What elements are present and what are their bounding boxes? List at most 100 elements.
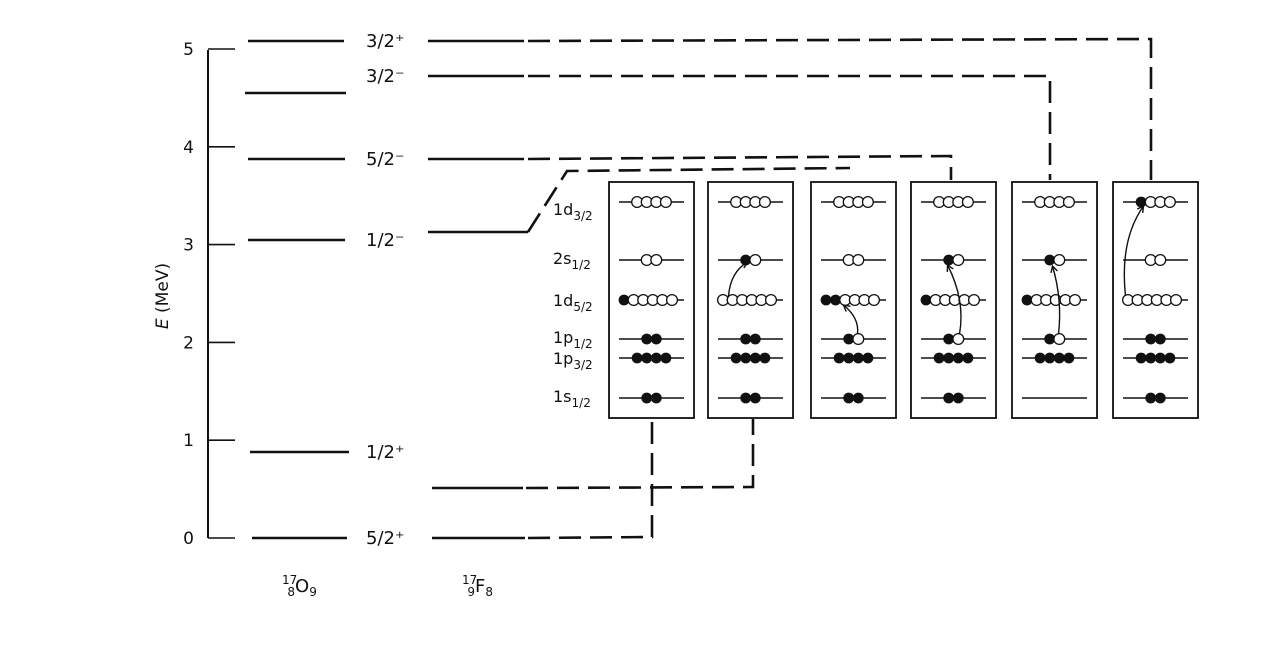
empty-slot [852, 332, 865, 346]
panel-frame [707, 181, 794, 419]
orbital-label: 1p1/2 [553, 328, 593, 351]
arrow-head [1050, 264, 1058, 273]
orbital-label: 1d5/2 [553, 291, 593, 314]
axis-ticks: 0 1 2 3 4 5 [183, 40, 235, 549]
filled-nucleon [1145, 392, 1157, 404]
filled-nucleon [1154, 333, 1166, 345]
filled-nucleon [1044, 352, 1056, 364]
filled-nucleon [1135, 352, 1147, 364]
empty-slot [961, 195, 974, 209]
axis-tick-label: 0 [183, 529, 194, 549]
panel-frame [1112, 181, 1199, 419]
filled-nucleon [843, 392, 855, 404]
filled-nucleon [740, 333, 752, 345]
filled-nucleon [820, 294, 832, 306]
configuration-panel [1011, 181, 1098, 419]
filled-nucleon [641, 392, 653, 404]
empty-slot [665, 293, 679, 307]
filled-nucleon [740, 352, 752, 364]
filled-nucleon [660, 352, 672, 364]
configuration-panel [910, 181, 997, 419]
panel-frame [608, 181, 695, 419]
excitation-arrow [727, 261, 748, 297]
filled-nucleon [1063, 352, 1075, 364]
panel-frame [910, 181, 997, 419]
configuration-panel [810, 181, 897, 419]
filled-nucleon [1154, 352, 1166, 364]
filled-nucleon [1034, 352, 1046, 364]
empty-slot [1154, 253, 1167, 267]
filled-nucleon [740, 392, 752, 404]
nuclide-label-o17: 17 8O9 [282, 569, 317, 599]
axis-tick-label: 1 [183, 431, 194, 451]
configuration-panel [608, 181, 695, 419]
orbital-label: 2s1/2 [553, 249, 591, 272]
axis-tick-label: 5 [183, 40, 194, 60]
arrow-head [1136, 204, 1145, 214]
filled-nucleon [650, 392, 662, 404]
empty-slot [650, 253, 663, 267]
axis-tick-label: 3 [183, 236, 194, 256]
empty-slot [952, 332, 965, 346]
nuclide-label-f17: 17 9F8 [462, 569, 493, 599]
filled-nucleon [1044, 254, 1056, 266]
connector-line [527, 419, 654, 540]
filled-nucleon [1135, 196, 1147, 208]
filled-nucleon [641, 352, 653, 364]
arrow-head [740, 261, 749, 269]
filled-nucleon [631, 352, 643, 364]
connectors [525, 37, 1153, 540]
filled-nucleon [952, 352, 964, 364]
empty-slot [659, 195, 672, 209]
excitation-arrow [946, 264, 962, 335]
filled-nucleon [1145, 352, 1157, 364]
connector-line [526, 166, 851, 233]
panel-frame [1011, 181, 1098, 419]
empty-slot [1053, 332, 1066, 346]
state-label: 5/2⁺ [366, 528, 404, 549]
empty-slot [749, 253, 762, 267]
filled-nucleon [920, 294, 932, 306]
empty-slot [1053, 253, 1066, 267]
excitation-arrow [1051, 265, 1061, 335]
filled-nucleon [843, 352, 855, 364]
filled-nucleon [749, 333, 761, 345]
empty-slot [1169, 293, 1183, 307]
state-label: 3/2⁺ [366, 31, 404, 52]
filled-nucleon [933, 352, 945, 364]
filled-nucleon [1044, 333, 1056, 345]
axis-tick-label: 2 [183, 333, 194, 353]
filled-nucleon [641, 333, 653, 345]
nuclide-labels: 17 8O9 17 9F8 [282, 569, 493, 599]
arrow-head [946, 263, 954, 273]
empty-slot [1163, 195, 1176, 209]
filled-nucleon [749, 392, 761, 404]
empty-slot [1068, 293, 1082, 307]
connector-line [528, 74, 1052, 180]
state-labels: 5/2⁺ 1/2⁺ 1/2⁻ 5/2⁻ 3/2⁻ 3/2⁺ [366, 31, 404, 549]
o17-levels [245, 39, 349, 540]
filled-nucleon [943, 333, 955, 345]
filled-nucleon [962, 352, 974, 364]
configuration-panel [1112, 181, 1199, 419]
axis-tick-label: 4 [183, 138, 194, 158]
orbital-label: 1d3/2 [553, 200, 593, 223]
axis-label-unit: (MeV) [153, 263, 173, 313]
state-label: 1/2⁻ [366, 230, 404, 251]
filled-nucleon [862, 352, 874, 364]
filled-nucleon [943, 254, 955, 266]
orbital-labels: 1d3/2 2s1/2 1d5/2 1p1/2 1p3/2 1s1/2 [553, 200, 593, 410]
empty-slot [758, 195, 771, 209]
filled-nucleon [650, 352, 662, 364]
filled-nucleon [1154, 392, 1166, 404]
filled-nucleon [943, 352, 955, 364]
empty-slot [764, 293, 778, 307]
empty-slot [852, 253, 865, 267]
axis-label: E (MeV) [153, 263, 173, 329]
state-label: 5/2⁻ [366, 149, 404, 170]
empty-slot [967, 293, 981, 307]
excitation-arrow [1123, 205, 1145, 297]
filled-nucleon [759, 352, 771, 364]
connector-line [525, 419, 755, 490]
configuration-panel [707, 181, 794, 419]
